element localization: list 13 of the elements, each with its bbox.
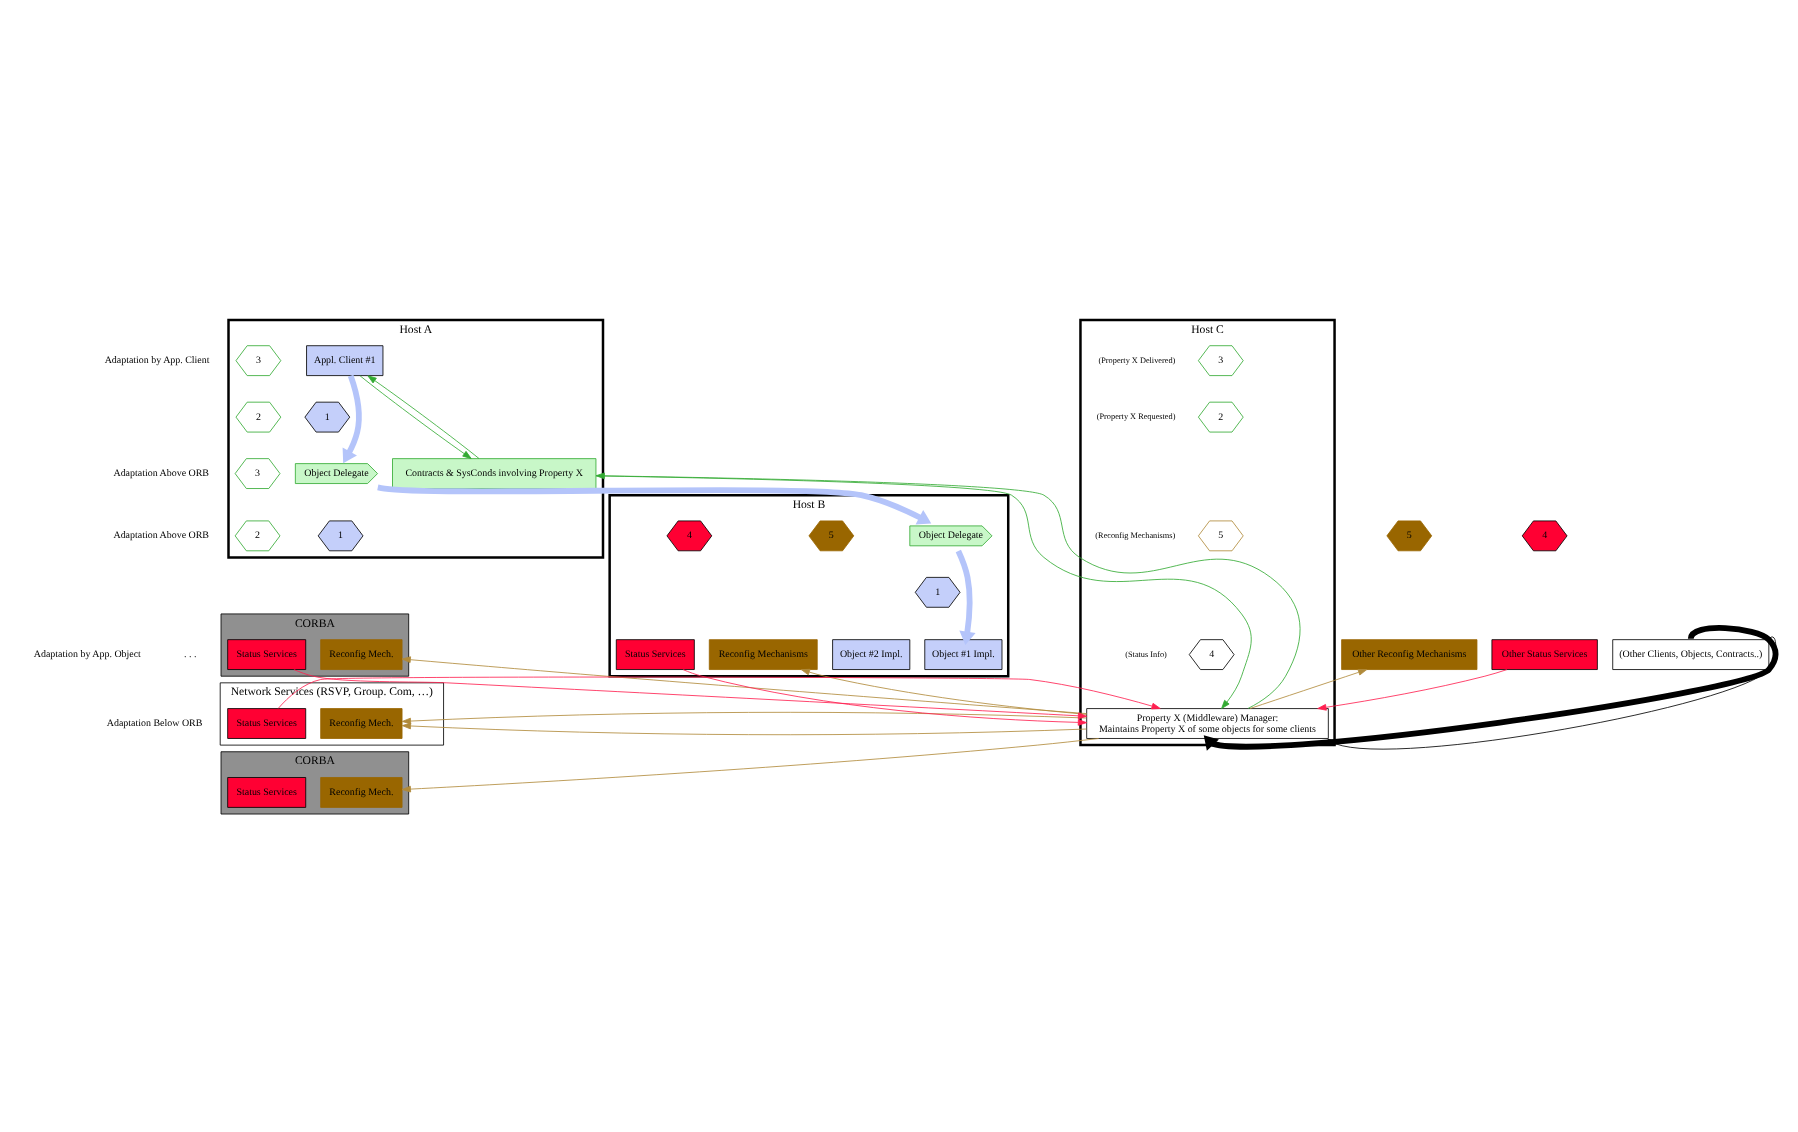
arrow: [277, 675, 1161, 709]
arrow: [1203, 624, 1779, 750]
arrow: [401, 710, 1087, 735]
arrow: [401, 737, 1100, 792]
arrow: [293, 668, 1088, 719]
arrow: [955, 548, 976, 645]
arrow: [1249, 668, 1368, 708]
arrow: [682, 668, 1087, 725]
arrow: [800, 667, 1087, 714]
arrow: [1317, 668, 1508, 710]
arrow: [377, 483, 932, 524]
arrow: [342, 373, 362, 463]
arrow: [401, 655, 1087, 713]
